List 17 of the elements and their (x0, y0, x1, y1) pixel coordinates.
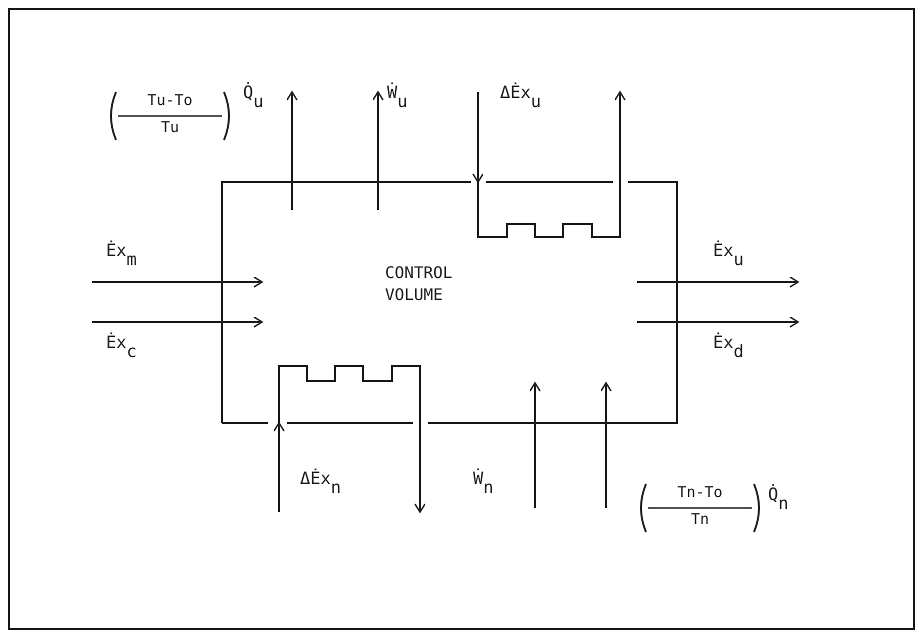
arrow (472, 92, 484, 183)
fraction-denominator: Tu (160, 119, 180, 136)
arrow (637, 316, 799, 328)
fraction-numerator: Tu-To (146, 92, 194, 108)
arrow (529, 382, 541, 508)
arrow (600, 382, 612, 508)
arrow (614, 91, 626, 182)
node-label: CONTROL VOLUME (385, 262, 454, 306)
arrow (92, 316, 263, 328)
arrow (637, 276, 799, 288)
arrow (273, 422, 285, 512)
arrow (286, 91, 298, 210)
fraction-numerator: Tn-To (676, 484, 724, 500)
arrow (414, 423, 426, 513)
fraction-denominator: Tn (690, 511, 710, 528)
arrow (92, 276, 263, 288)
arrow (372, 91, 384, 210)
